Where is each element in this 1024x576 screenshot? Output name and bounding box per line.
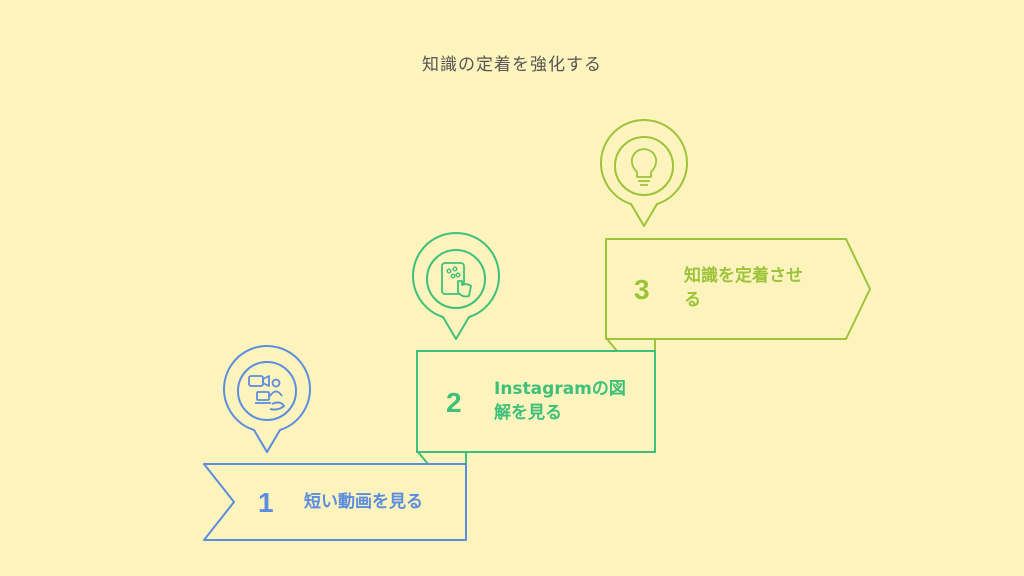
step-1-number: 1 — [258, 487, 274, 518]
video-learning-icon — [223, 345, 311, 453]
tablet-touch-icon — [412, 232, 500, 340]
step-2-label-line1: Instagramの図 — [494, 379, 626, 399]
step-2-number: 2 — [446, 387, 462, 418]
diagram-title: 知識の定着を強化する — [422, 55, 602, 75]
step-3-number: 3 — [634, 274, 650, 305]
step-2-group — [412, 232, 656, 453]
step-2-fold — [606, 338, 656, 352]
step-1-group — [203, 345, 467, 541]
step-3-group — [600, 119, 871, 340]
step-3-label-line2: る — [684, 290, 701, 310]
step-1-fold — [417, 451, 467, 465]
step-2-label-line2: 解を見る — [494, 403, 562, 423]
step-1-banner — [203, 463, 467, 541]
step-2-label: Instagramの図 解を見る — [494, 377, 626, 425]
step-2-box — [416, 350, 656, 453]
step-3-banner — [605, 238, 871, 340]
step-1-label: 短い動画を見る — [304, 492, 423, 512]
step-3-label: 知識を定着させ る — [684, 264, 803, 312]
lightbulb-icon — [600, 119, 688, 227]
step-3-label-line1: 知識を定着させ — [684, 266, 803, 286]
